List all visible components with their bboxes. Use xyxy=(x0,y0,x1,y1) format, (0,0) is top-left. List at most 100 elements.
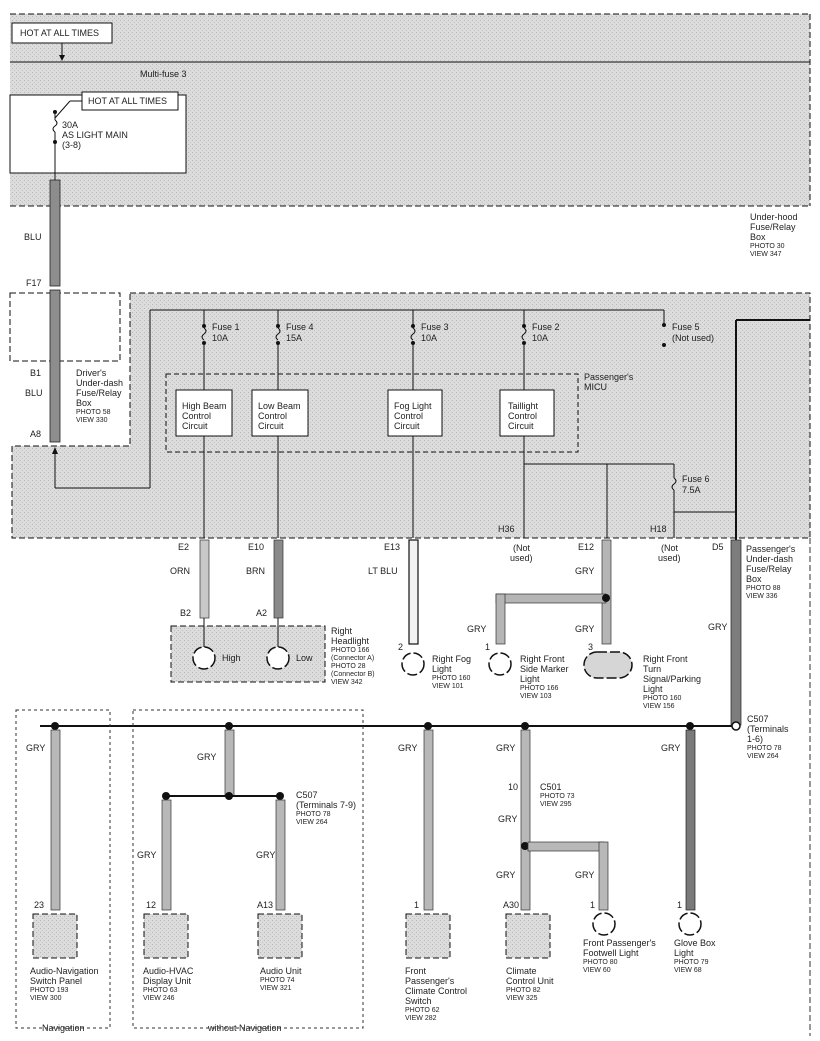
pin-turn: 3 xyxy=(588,642,593,652)
marker-line-1: Side Marker xyxy=(520,664,569,674)
nav-line-3: VIEW 300 xyxy=(30,995,62,1002)
fuse-1: Fuse 1 10A xyxy=(201,310,240,390)
lt-blu-wire: LT BLU xyxy=(368,539,419,645)
pin-b2: B2 xyxy=(180,608,191,618)
circuit-2-line-0: Fog Light xyxy=(394,401,432,411)
fuse-5: Fuse 5 (Not used) xyxy=(662,310,714,347)
not-used-h18-0: (Not xyxy=(661,543,679,553)
pin-1-switch: 1 xyxy=(414,900,419,910)
footwell-light: 1 Front Passenger's Footwell Light PHOTO… xyxy=(583,900,656,974)
not-used-h36-1: used) xyxy=(510,553,533,563)
pin-1-glovebox: 1 xyxy=(677,900,682,910)
fuse-6-rating: 7.5A xyxy=(682,485,701,495)
headlight-line-0: Right xyxy=(331,626,353,636)
turn-line-2: Signal/Parking xyxy=(643,674,701,684)
wire-blu-1: BLU xyxy=(24,232,42,242)
turn-line-3: Light xyxy=(643,684,663,694)
passenger-box-line-4: PHOTO 88 xyxy=(746,585,781,592)
c507-bus: C507 (Terminals 1-6) PHOTO 78 VIEW 264 xyxy=(40,714,789,760)
pin-h36: H36 xyxy=(498,524,515,534)
glove-box-light: 1 Glove Box Light PHOTO 79 VIEW 68 xyxy=(674,900,716,974)
right-fog-light: 2 Right Fog Light PHOTO 160 VIEW 101 xyxy=(398,642,471,690)
fuse-1-rating: 10A xyxy=(212,333,228,343)
switch-line-0: Front xyxy=(405,966,427,976)
headlight-line-5: (Connector B) xyxy=(331,671,375,678)
climate-control-unit: A30 Climate Control Unit PHOTO 82 VIEW 3… xyxy=(503,900,554,1002)
c507m-line-1: (Terminals 7-9) xyxy=(296,800,356,810)
nav-line-0: Audio-Navigation xyxy=(30,966,99,976)
c507r-line-2: 1-6) xyxy=(747,734,763,744)
not-used-h36-0: (Not xyxy=(513,543,531,553)
beam-high: High xyxy=(222,653,241,663)
under-hood-box-label: Under-hood Fuse/Relay Box PHOTO 30 VIEW … xyxy=(750,212,798,258)
fog-line-0: Right Fog xyxy=(432,654,471,664)
drivers-box: B1 BLU A8 Driver's Under-dash Fuse/Relay… xyxy=(9,289,123,443)
wire-lt-blu: LT BLU xyxy=(368,566,398,576)
wire-gry-d5: GRY xyxy=(708,622,727,632)
pin-23: 23 xyxy=(34,900,44,910)
orn-wire: ORN xyxy=(170,539,210,619)
wire-gry-climate-switch: GRY xyxy=(398,743,417,753)
c507r-line-3: PHOTO 78 xyxy=(747,745,782,752)
headlight-line-3: (Connector A) xyxy=(331,655,374,662)
wire-orn: ORN xyxy=(170,566,190,576)
under-hood-line-1: Fuse/Relay xyxy=(750,222,796,232)
turn-line-0: Right Front xyxy=(643,654,688,664)
c507m-line-3: VIEW 264 xyxy=(296,819,328,826)
pin-a8: A8 xyxy=(30,429,41,439)
hot-label-inner-text: HOT AT ALL TIMES xyxy=(88,96,167,106)
circuit-3-line-2: Circuit xyxy=(508,421,534,431)
marker-line-3: PHOTO 166 xyxy=(520,685,558,692)
group-navigation: Navigation xyxy=(42,1023,85,1033)
audio-navigation-switch-panel: 23 Audio-Navigation Switch Panel PHOTO 1… xyxy=(30,900,99,1002)
drivers-box-line-4: PHOTO 58 xyxy=(76,409,111,416)
passenger-box-line-0: Passenger's xyxy=(746,544,796,554)
audio-line-0: Audio Unit xyxy=(260,966,302,976)
pin-a30: A30 xyxy=(503,900,519,910)
pin-a13: A13 xyxy=(257,900,273,910)
fuse-4-rating: 15A xyxy=(286,333,302,343)
circuit-3-line-1: Control xyxy=(508,411,537,421)
drivers-box-line-2: Fuse/Relay xyxy=(76,388,122,398)
passenger-box-line-5: VIEW 336 xyxy=(746,593,778,600)
c501-pin: 10 xyxy=(508,782,518,792)
nav-line-2: PHOTO 193 xyxy=(30,987,68,994)
pin-b1: B1 xyxy=(30,368,41,378)
under-hood-line-2: Box xyxy=(750,232,766,242)
switch-line-4: PHOTO 62 xyxy=(405,1007,440,1014)
pin-1-footwell: 1 xyxy=(590,900,595,910)
wire-gry-footwell: GRY xyxy=(575,870,594,880)
glovebox-line-3: VIEW 68 xyxy=(674,967,702,974)
pin-a2: A2 xyxy=(256,608,267,618)
circuit-1-line-1: Control xyxy=(258,411,287,421)
audio-hvac-display-unit: 12 Audio-HVAC Display Unit PHOTO 63 VIEW… xyxy=(143,900,194,1002)
drivers-box-line-5: VIEW 330 xyxy=(76,417,108,424)
pin-fog: 2 xyxy=(398,642,403,652)
passenger-box-line-3: Box xyxy=(746,574,762,584)
bottom-wires: GRY GRY GRY GRY GRY GRY GRY GRY GRY GRY xyxy=(26,729,696,911)
marker-line-2: Light xyxy=(520,674,540,684)
circuit-0-line-0: High Beam xyxy=(182,401,227,411)
pin-f17: F17 xyxy=(26,278,42,288)
wire-gry-audio: GRY xyxy=(256,850,275,860)
not-used-h18-1: used) xyxy=(658,553,681,563)
c501-label: 10 C501 PHOTO 73 VIEW 295 xyxy=(508,782,575,808)
switch-line-3: Switch xyxy=(405,996,432,1006)
glovebox-line-2: PHOTO 79 xyxy=(674,959,709,966)
c507-mid-label: C507 (Terminals 7-9) PHOTO 78 VIEW 264 xyxy=(296,790,356,826)
high-beam-circuit: High Beam Control Circuit xyxy=(175,389,233,437)
pin-12: 12 xyxy=(146,900,156,910)
wire-gry-marker: GRY xyxy=(467,624,486,634)
gry-wire-d5: GRY xyxy=(708,539,742,726)
passenger-box-line-1: Under-dash xyxy=(746,554,793,564)
footwell-line-0: Front Passenger's xyxy=(583,938,656,948)
audio-unit: A13 Audio Unit PHOTO 74 VIEW 321 xyxy=(257,900,303,992)
wire-gry-glovebox: GRY xyxy=(661,743,680,753)
fuse-2-rating: 10A xyxy=(532,333,548,343)
circuit-0-line-1: Control xyxy=(182,411,211,421)
audio-line-1: PHOTO 74 xyxy=(260,977,295,984)
pin-h18: H18 xyxy=(650,524,667,534)
ccu-line-3: VIEW 325 xyxy=(506,995,538,1002)
fog-line-1: Light xyxy=(432,664,452,674)
